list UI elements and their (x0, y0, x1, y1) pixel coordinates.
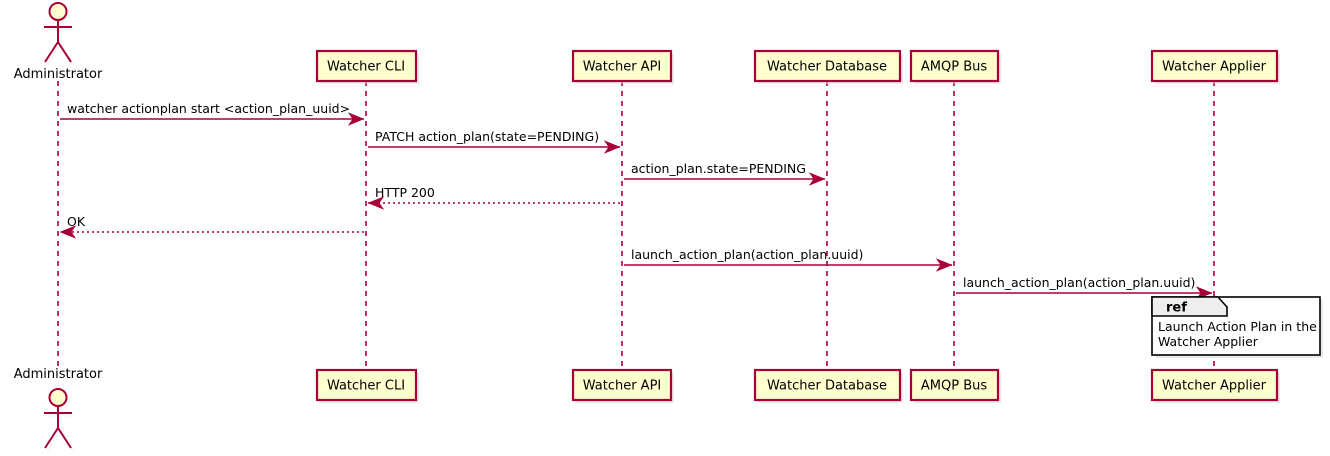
message-msg-1[interactable]: watcher actionplan start <action_plan_uu… (60, 101, 365, 126)
actor-head-administrator (48, 388, 68, 407)
participant-label-watcher-database-top: Watcher Database (767, 60, 887, 75)
participant-box-watcher-database-bottom[interactable] (753, 368, 902, 402)
actor-label-administrator-bottom: Administrator (14, 367, 103, 382)
message-msg-5[interactable]: OK (59, 214, 364, 239)
participant-watcher-api: Watcher API Watcher API (571, 49, 674, 403)
participant-label-watcher-database-bottom: Watcher Database (767, 379, 887, 394)
messages-layer: watcher actionplan start <action_plan_uu… (59, 101, 1213, 300)
message-msg-6[interactable]: launch_action_plan(action_plan.uuid) (624, 247, 953, 272)
participant-box-watcher-applier-top[interactable] (1150, 49, 1279, 83)
message-label-msg-5: OK (67, 214, 86, 229)
actor-figure-administrator-top[interactable] (44, 2, 72, 63)
participant-box-watcher-api-bottom[interactable] (571, 368, 673, 402)
message-msg-4[interactable]: HTTP 200 (367, 185, 620, 210)
participant-box-watcher-database-top[interactable] (753, 49, 902, 83)
actor-leg-left-administrator (46, 43, 62, 66)
message-msg-3[interactable]: action_plan.state=PENDING (624, 161, 826, 186)
participant-label-amqp-bus-top: AMQP Bus (921, 60, 987, 75)
ref-body-line-0: Launch Action Plan in the (1158, 319, 1317, 334)
participant-box-watcher-applier-bottom[interactable] (1150, 368, 1279, 402)
participant-box-watcher-api-top[interactable] (571, 49, 673, 83)
participant-label-amqp-bus-bottom: AMQP Bus (921, 379, 987, 394)
participant-label-watcher-api-top: Watcher API (583, 60, 662, 75)
participant-box-amqp-bus-top[interactable] (909, 49, 1000, 83)
participant-box-amqp-bus-bottom[interactable] (909, 368, 1000, 402)
actor-label-administrator-top: Administrator (14, 67, 103, 82)
participant-label-watcher-api-bottom: Watcher API (583, 379, 662, 394)
message-label-msg-4: HTTP 200 (375, 185, 435, 200)
ref-keyword: ref (1166, 301, 1187, 316)
ref-tab (1151, 296, 1228, 317)
message-label-msg-7: launch_action_plan(action_plan.uuid) (963, 275, 1195, 290)
participant-label-watcher-cli-top: Watcher CLI (327, 60, 405, 75)
message-label-msg-3: action_plan.state=PENDING (631, 161, 806, 176)
message-msg-7[interactable]: launch_action_plan(action_plan.uuid) (956, 275, 1213, 300)
participant-label-watcher-applier-top: Watcher Applier (1162, 60, 1267, 75)
actor-leg-right-administrator (57, 427, 72, 449)
message-label-msg-1: watcher actionplan start <action_plan_uu… (67, 101, 350, 116)
actor-leg-right-administrator (57, 41, 72, 63)
actor-figure-administrator-bottom[interactable] (44, 388, 72, 449)
participant-watcher-cli: Watcher CLI Watcher CLI (315, 49, 419, 403)
actor-leg-left-administrator (44, 41, 59, 63)
actor-head-administrator (48, 2, 68, 21)
message-label-msg-2: PATCH action_plan(state=PENDING) (375, 129, 599, 144)
message-label-msg-6: launch_action_plan(action_plan.uuid) (631, 247, 863, 262)
actor-leg-left-administrator (46, 429, 62, 452)
message-msg-2[interactable]: PATCH action_plan(state=PENDING) (368, 129, 621, 154)
actor-leg-left-administrator (44, 427, 59, 449)
lifelines-layer (57, 81, 1215, 370)
participant-label-watcher-applier-bottom: Watcher Applier (1162, 379, 1267, 394)
participant-box-watcher-cli-bottom[interactable] (315, 368, 418, 402)
participant-box-watcher-cli-top[interactable] (315, 49, 418, 83)
ref-body-line-1: Watcher Applier (1158, 334, 1259, 349)
participant-label-watcher-cli-bottom: Watcher CLI (327, 379, 405, 394)
